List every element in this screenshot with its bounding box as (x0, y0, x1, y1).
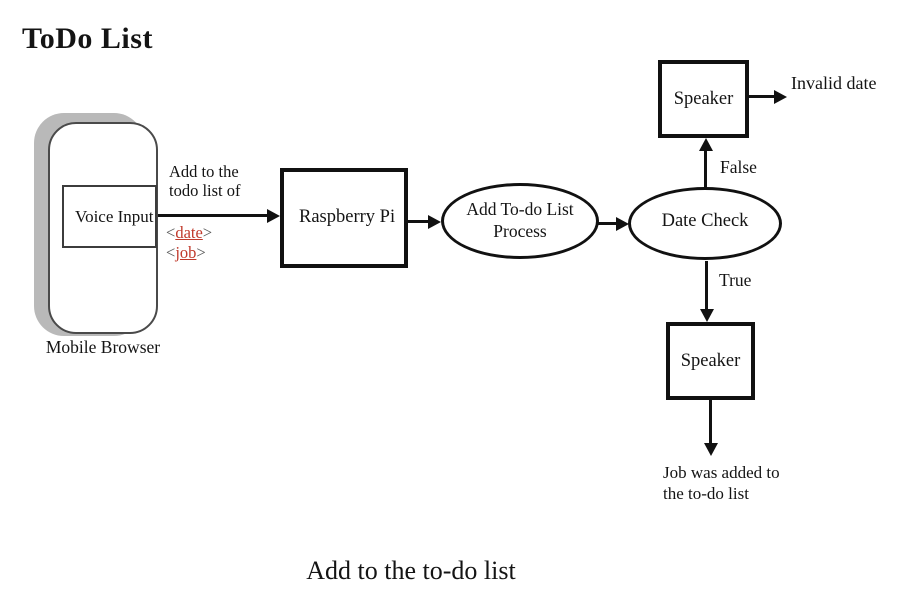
date-check-label: Date Check (661, 211, 749, 231)
speaker-top-label: Speaker (673, 88, 734, 109)
diagram-caption: Add to the to-do list (306, 556, 516, 585)
param-job-open: < (166, 243, 176, 263)
arrow-success-head (703, 443, 718, 456)
param-date-name: date (175, 223, 203, 242)
node-speaker-top: Speaker (658, 60, 749, 138)
speaker-bottom-label: Speaker (680, 350, 741, 371)
arrow-true-head (699, 309, 714, 322)
voice-input-box: Voice Input (62, 185, 157, 248)
diagram-title: ToDo List (22, 22, 153, 55)
arrow-pi-to-process-head (428, 214, 441, 229)
param-date: <date> (166, 223, 212, 243)
param-job: <job> (166, 243, 212, 263)
arrow-phone-to-pi-line (158, 214, 269, 217)
voice-input-label: Voice Input (75, 206, 154, 226)
arrow-true-line (705, 261, 708, 311)
arrow-invalid-head (774, 89, 787, 104)
process-label: Add To-do List Process (466, 199, 574, 241)
node-date-check: Date Check (628, 187, 782, 260)
raspberry-pi-label: Raspberry Pi (299, 207, 396, 228)
node-process: Add To-do List Process (441, 183, 599, 259)
arrow-invalid-line (749, 95, 775, 98)
arrow-success-line (709, 400, 712, 444)
arrow-process-to-datecheck-line (598, 222, 617, 225)
arrow-phone-to-pi-head (267, 208, 280, 223)
arrow-false-head (698, 138, 713, 151)
param-job-close: > (196, 243, 206, 263)
param-date-close: > (202, 223, 213, 242)
arrow-process-to-datecheck-head (616, 216, 629, 231)
arrow-pi-to-process-line (407, 220, 429, 223)
node-raspberry-pi: Raspberry Pi (280, 168, 408, 268)
mobile-browser-label: Mobile Browser (45, 337, 161, 357)
param-date-open: < (166, 223, 176, 242)
invalid-date-label: Invalid date (791, 73, 877, 93)
node-speaker-bottom: Speaker (666, 322, 755, 400)
request-annotation: Add to the todo list of (169, 162, 241, 200)
true-branch-label: True (719, 270, 752, 290)
request-params: <date> <job> (166, 223, 212, 263)
success-output-label: Job was added to the to-do list (663, 463, 780, 504)
param-job-name: job (175, 243, 197, 263)
false-branch-label: False (720, 157, 757, 177)
arrow-false-line (704, 149, 707, 188)
